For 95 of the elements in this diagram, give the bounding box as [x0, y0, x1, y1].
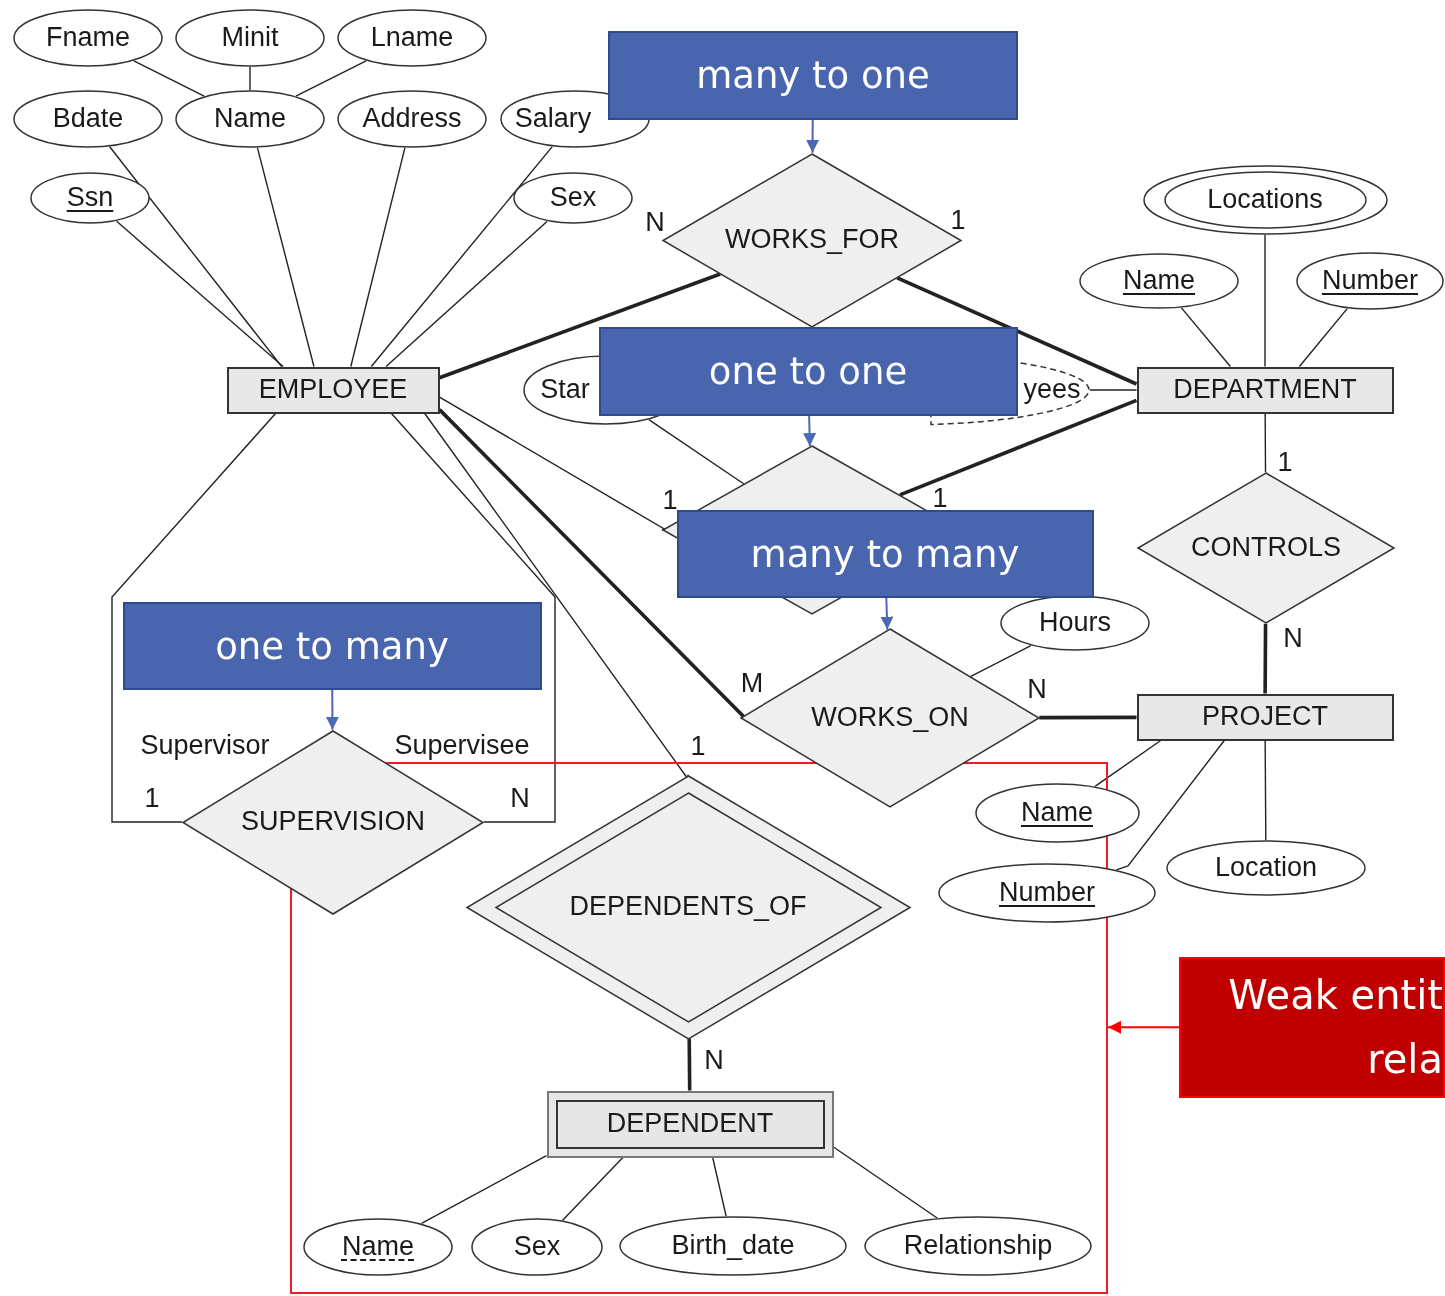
relationship-label: SUPERVISION: [240, 807, 426, 837]
connector-line: [438, 272, 721, 380]
connector-line: [1039, 715, 1137, 720]
cardinality-label: N: [1283, 624, 1303, 652]
attribute-label: Number: [999, 878, 1095, 908]
attribute-label: Name: [1021, 798, 1093, 828]
connector-line: [116, 220, 284, 368]
attribute-label: Minit: [221, 23, 279, 53]
connector-line: [249, 66, 251, 91]
connector-line: [256, 147, 315, 368]
entity-label: DEPARTMENT: [1173, 375, 1357, 405]
connector-line: [899, 398, 1138, 497]
callout-box: [1179, 956, 1445, 1098]
cardinality-label: 1: [1277, 448, 1293, 476]
callout-box: [598, 326, 1018, 416]
role-label: Supervisor: [140, 731, 270, 759]
cardinality-label: 1: [144, 784, 160, 812]
connector-line: [970, 644, 1032, 678]
attribute-label: Location: [1214, 853, 1318, 883]
attribute-label: Birth_date: [671, 1231, 795, 1261]
connector-line: [561, 1156, 624, 1221]
cardinality-label: N: [645, 208, 665, 236]
connector-line: [1115, 739, 1225, 871]
attribute-label: Ssn: [66, 183, 114, 213]
cardinality-label: N: [704, 1046, 724, 1074]
attribute-label: Salary: [514, 104, 592, 134]
attribute-label: yees: [1023, 375, 1081, 405]
cardinality-label: N: [1027, 675, 1047, 703]
attribute-label: Name: [1123, 266, 1195, 296]
connector-line: [1094, 739, 1162, 788]
attribute-label: Number: [1322, 266, 1418, 296]
cardinality-label: M: [740, 669, 764, 697]
connector-line: [832, 1146, 938, 1219]
callout-text: one to many: [215, 624, 449, 668]
callout-box: [122, 602, 542, 690]
connector-line: [390, 412, 556, 823]
connector-line: [1298, 307, 1348, 368]
attribute-label: Fname: [45, 23, 130, 53]
connector-line: [295, 60, 367, 97]
connector-line: [111, 412, 277, 823]
connector-line: [648, 418, 745, 485]
connector-line: [385, 220, 548, 368]
relationship-label: CONTROLS: [1191, 533, 1341, 563]
callout-text: Weak entit rela: [1227, 971, 1443, 1084]
attribute-label: Relationship: [903, 1231, 1053, 1261]
connector-line: [687, 1038, 692, 1091]
attribute-label: Name: [342, 1232, 414, 1262]
entity-box: [226, 366, 440, 414]
entity-label: PROJECT: [1202, 702, 1328, 732]
weak-entity-box: [546, 1090, 834, 1158]
role-label: Supervisee: [394, 731, 530, 759]
arrow: [1107, 1020, 1180, 1034]
cardinality-label: 1: [690, 732, 706, 760]
connector-line: [1263, 623, 1268, 694]
attribute-label: Sex: [513, 1232, 561, 1262]
arrow: [803, 414, 817, 448]
entity-box: [1136, 366, 1394, 414]
connector-line: [1264, 412, 1267, 473]
attribute-label: Name: [214, 104, 286, 134]
connector-line: [896, 276, 1138, 386]
relationship-label: WORKS_ON: [811, 703, 969, 733]
entity-label: DEPENDENT: [606, 1109, 774, 1139]
connector-line: [1264, 739, 1267, 841]
connector-line: [420, 1155, 548, 1225]
attribute-label: Hours: [1039, 608, 1111, 638]
arrow: [806, 118, 820, 154]
attribute-label: Address: [362, 104, 462, 134]
callout-text: one to one: [708, 349, 908, 393]
connector-line: [712, 1156, 727, 1217]
arrow: [325, 689, 339, 731]
attribute-label: Locations: [1207, 185, 1323, 215]
arrow: [880, 597, 894, 631]
attribute-label: Bdate: [52, 104, 124, 134]
connector-line: [109, 146, 283, 368]
entity-box: [1136, 693, 1394, 741]
connector-line: [133, 60, 205, 97]
connector-line: [1264, 234, 1266, 368]
cardinality-label: 1: [662, 486, 678, 514]
connector-line: [350, 147, 406, 368]
attribute-label: Sex: [549, 183, 597, 213]
callout-text: many to one: [696, 53, 930, 97]
relationship-label: DEPENDENTS_OF: [569, 892, 807, 922]
callout-text: many to many: [750, 532, 1020, 576]
attribute-label: Lname: [370, 23, 454, 53]
entity-label: EMPLOYEE: [258, 375, 408, 405]
cardinality-label: N: [510, 784, 530, 812]
connector-line: [1180, 307, 1232, 368]
connector-line: [1089, 389, 1138, 391]
connector-line: [370, 145, 553, 368]
cardinality-label: 1: [950, 206, 966, 234]
attribute-label: Star: [540, 375, 590, 405]
callout-box: [608, 30, 1018, 120]
callout-box: [676, 510, 1094, 598]
cardinality-label: 1: [932, 484, 948, 512]
relationship-label: WORKS_FOR: [725, 225, 899, 255]
